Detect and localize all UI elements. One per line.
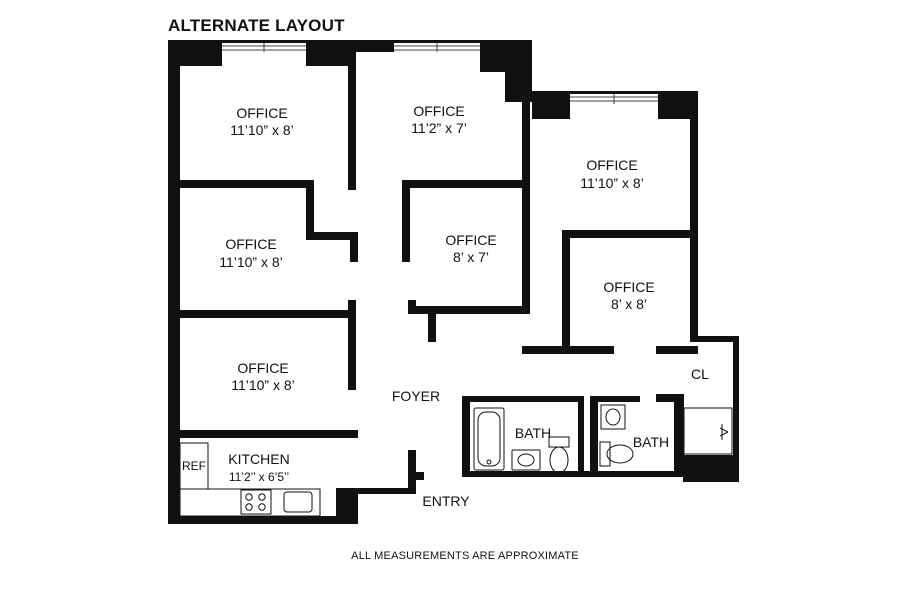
toilet-icon (548, 436, 570, 448)
office-ne-name: OFFICE (586, 157, 637, 173)
sink-icon (600, 404, 626, 430)
office-e-size: 8’ x 8’ (611, 296, 647, 312)
bath-2-label: BATH (633, 434, 669, 450)
kitchen-size: 11’2’’ x 6’5’’ (229, 470, 289, 484)
foyer-label: FOYER (392, 388, 440, 404)
interior-walls (180, 66, 698, 494)
bath-1-label: BATH (515, 425, 551, 441)
kitchen-name: KITCHEN (228, 451, 289, 467)
bath-2-fixtures (599, 404, 733, 467)
office-center-name: OFFICE (445, 232, 496, 248)
office-w-name: OFFICE (225, 236, 276, 252)
office-n-size: 11’2” x 7’ (411, 120, 467, 136)
office-ne-size: 11’10” x 8’ (580, 175, 644, 191)
closet-label: CL (691, 366, 709, 382)
bath-1-fixtures (473, 407, 570, 474)
measurements-note: ALL MEASUREMENTS ARE APPROXIMATE (351, 550, 579, 562)
office-n-name: OFFICE (413, 103, 464, 119)
office-center-size: 8’ x 7’ (453, 249, 489, 265)
kitchen-fixtures (179, 442, 321, 517)
refrigerator-label: REF (182, 459, 206, 473)
office-e-name: OFFICE (603, 279, 654, 295)
entry-label: ENTRY (422, 493, 470, 509)
office-sw-size: 11’10” x 8’ (231, 377, 295, 393)
plan-title: ALTERNATE LAYOUT (168, 16, 345, 35)
bathtub-icon (473, 407, 505, 471)
sink-icon (511, 449, 541, 471)
stove-icon (240, 489, 272, 515)
room-labels: OFFICE 11’10” x 8’ OFFICE 11’2” x 7’ OFF… (182, 103, 709, 509)
windows (222, 43, 658, 104)
toilet-icon (599, 441, 611, 467)
outer-walls (168, 40, 739, 524)
office-nw-name: OFFICE (236, 105, 287, 121)
sink-icon (283, 491, 313, 513)
office-sw-name: OFFICE (237, 360, 288, 376)
office-nw-size: 11’10” x 8’ (230, 122, 294, 138)
office-w-size: 11’10” x 8’ (219, 254, 283, 270)
